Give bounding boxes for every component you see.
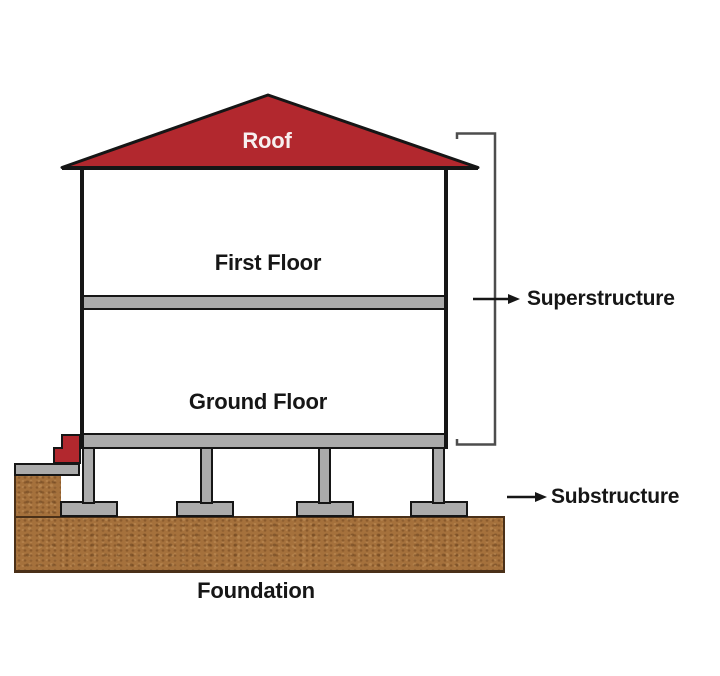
- substructure-label: Substructure: [551, 485, 680, 508]
- soil-upper-left: [14, 475, 61, 517]
- foundation-label: Foundation: [197, 578, 315, 603]
- arrow-right-head-icon: [535, 492, 547, 502]
- entrance-steps: [53, 434, 81, 464]
- roof-label: Roof: [242, 128, 292, 153]
- superstructure-label: Superstructure: [527, 287, 675, 310]
- ground-floor-label: Ground Floor: [188, 389, 328, 414]
- soil-foundation-bed: [14, 516, 505, 573]
- arrow-right-head-icon: [508, 294, 520, 304]
- pavement-strip: [14, 463, 80, 476]
- left-wall: [80, 167, 84, 449]
- first-floor-label: First Floor: [214, 250, 322, 275]
- bracket-icon: [455, 132, 497, 446]
- right-wall: [444, 167, 448, 449]
